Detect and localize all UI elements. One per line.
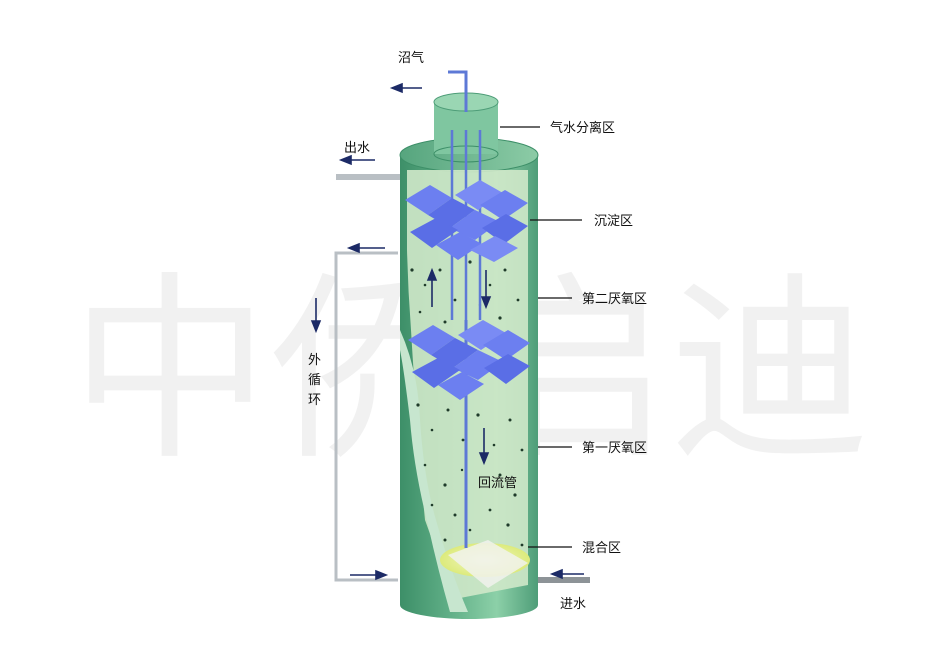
influent-pipe xyxy=(528,577,590,583)
mixing-cone xyxy=(448,540,528,588)
label-biogas: 沼气 xyxy=(398,50,424,66)
label-second-anaerobic-zone: 第二厌氧区 xyxy=(582,292,647,307)
external-circulation-pipe xyxy=(334,251,398,582)
label-return-pipe: 回流管 xyxy=(478,476,517,491)
upper-settler-blades xyxy=(405,180,528,262)
label-first-anaerobic-zone: 第一厌氧区 xyxy=(582,441,647,456)
label-mixing-zone: 混合区 xyxy=(582,541,621,556)
sludge-particles xyxy=(410,260,524,547)
label-external-circulation-2: 循 xyxy=(308,373,321,388)
effluent-pipe xyxy=(336,174,400,180)
label-external-circulation-1: 外 xyxy=(308,353,321,368)
lower-settler-blades xyxy=(408,320,530,400)
internal-flow-arrows xyxy=(426,267,492,466)
external-flow-arrows xyxy=(310,82,584,581)
label-influent: 进水 xyxy=(560,597,586,612)
biogas-pipe xyxy=(448,70,468,112)
label-settling-zone: 沉淀区 xyxy=(594,214,633,229)
label-gas-water-separation: 气水分离区 xyxy=(550,120,615,136)
leader-lines xyxy=(500,126,582,548)
label-effluent: 出水 xyxy=(344,141,370,156)
label-external-circulation-3: 环 xyxy=(308,393,321,408)
